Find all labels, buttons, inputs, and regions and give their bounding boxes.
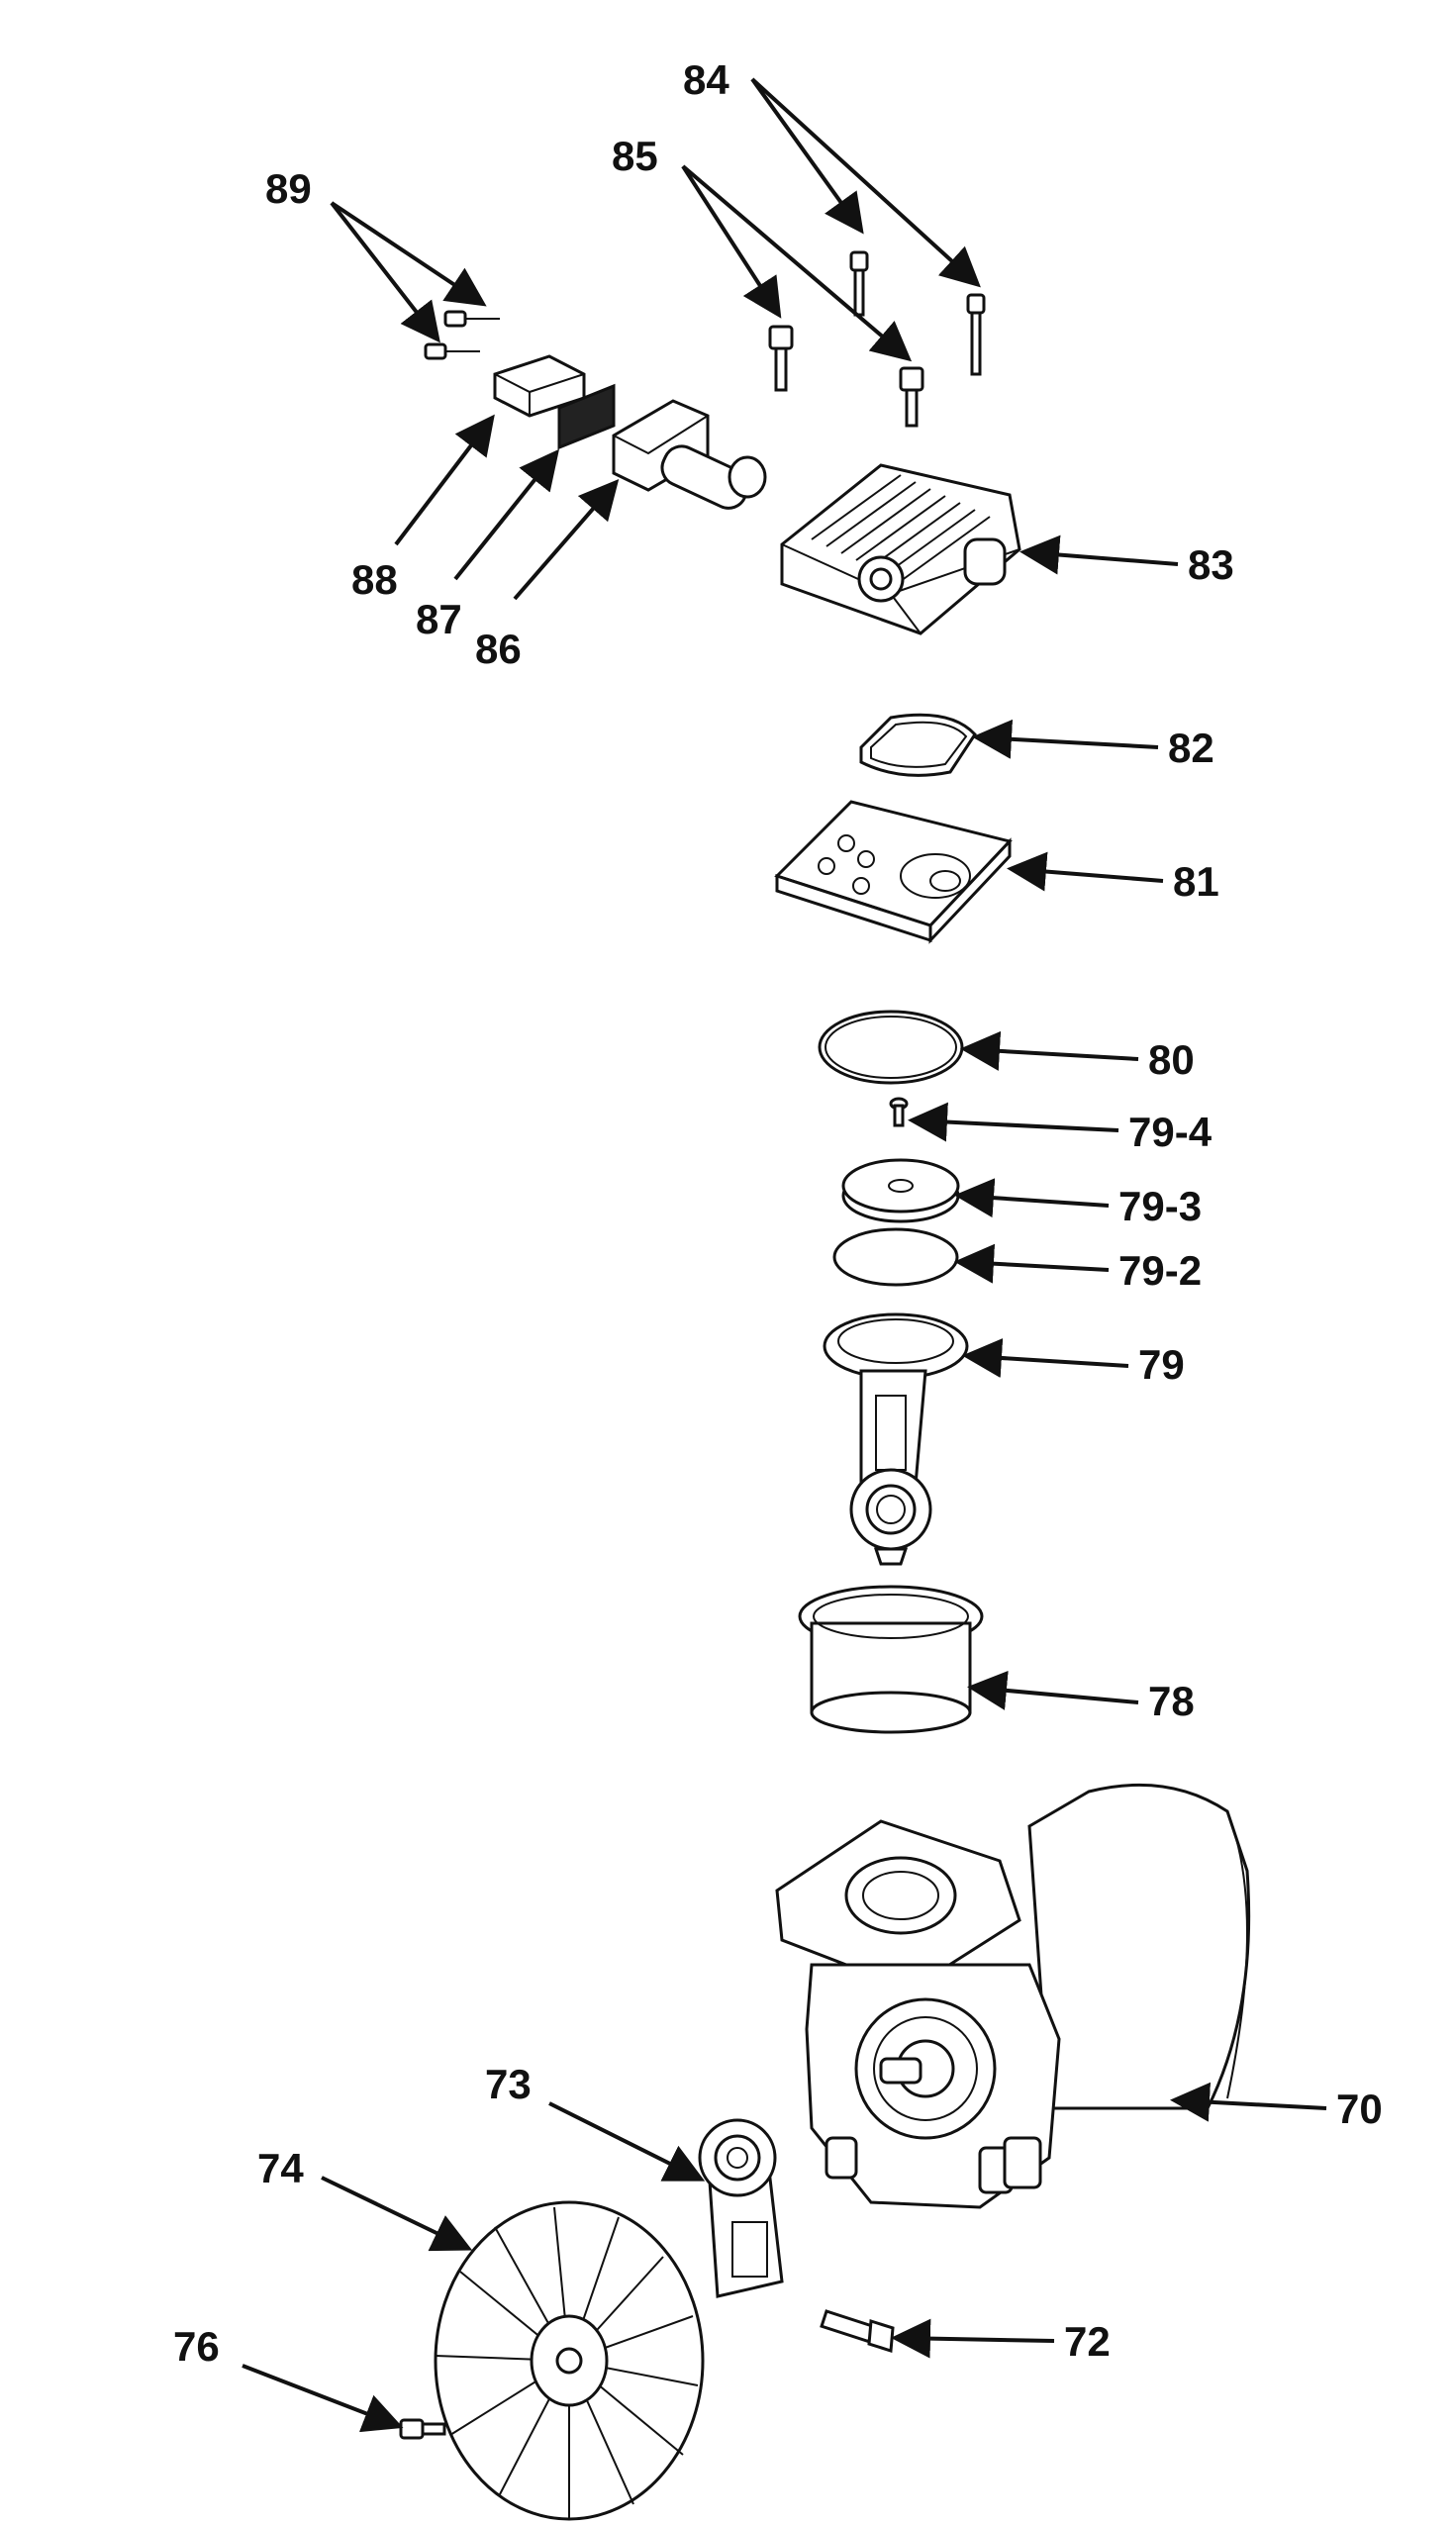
callout-86: 86: [475, 626, 522, 672]
part-84-bolts: [849, 250, 986, 376]
callout-84: 84: [683, 56, 729, 103]
part-79-2-cup: [832, 1227, 959, 1287]
part-86-filter-housing: [612, 399, 767, 510]
callout-85: 85: [612, 133, 658, 179]
callout-79-3: 79-3: [1118, 1183, 1202, 1229]
callout-72: 72: [1064, 2318, 1111, 2365]
callout-87: 87: [416, 596, 462, 642]
part-89-screws: [424, 310, 500, 360]
part-70-motor-crankcase: [775, 1783, 1251, 2209]
callout-80: 80: [1148, 1036, 1195, 1083]
part-79-4-screw: [889, 1097, 909, 1127]
part-87-filter: [557, 383, 616, 450]
leader-lines: [242, 77, 1327, 2433]
callout-76: 76: [173, 2323, 220, 2370]
part-83-cylinder-head: [780, 463, 1021, 635]
callout-78: 78: [1148, 1678, 1195, 1724]
callout-74: 74: [257, 2145, 304, 2191]
callout-70: 70: [1336, 2086, 1383, 2132]
callout-83: 83: [1188, 541, 1234, 588]
callout-labels: 89 84 85 88 87 86 83 82 81 80 79-4 79-3 …: [173, 56, 1383, 2370]
callout-79-2: 79-2: [1118, 1247, 1202, 1294]
part-72-bolt: [820, 2309, 895, 2353]
callout-88: 88: [351, 556, 398, 603]
callout-79-4: 79-4: [1128, 1109, 1213, 1155]
callout-79: 79: [1138, 1341, 1185, 1388]
callout-73: 73: [485, 2061, 532, 2107]
part-82-gasket: [859, 713, 977, 777]
part-76-bolt: [399, 2418, 446, 2440]
part-78-sleeve: [798, 1585, 984, 1734]
part-73-eccentric: [698, 2118, 784, 2298]
part-80-o-ring: [818, 1010, 964, 1085]
part-74-fan: [434, 2200, 705, 2521]
part-85-bolts: [768, 325, 924, 428]
callout-81: 81: [1173, 858, 1219, 905]
part-79-3-retainer: [841, 1158, 960, 1223]
callout-82: 82: [1168, 725, 1214, 771]
part-81-valve-plate: [774, 800, 1013, 944]
part-79-connecting-rod: [823, 1312, 969, 1566]
callout-89: 89: [265, 165, 312, 212]
